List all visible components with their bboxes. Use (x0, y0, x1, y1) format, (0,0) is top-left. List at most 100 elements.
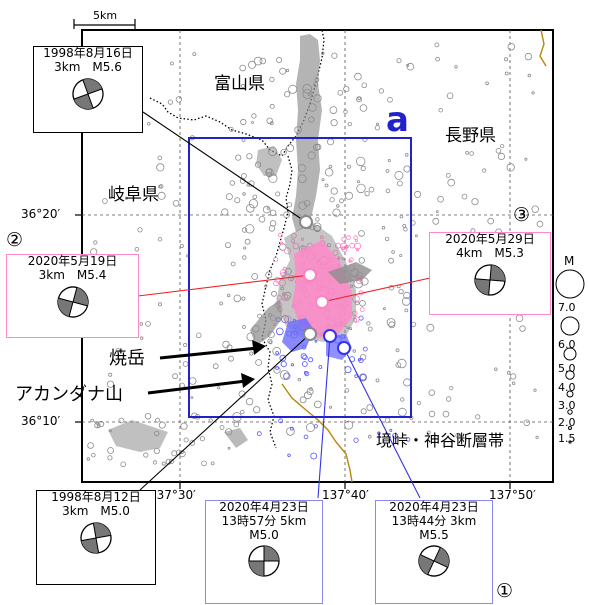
quake-circle (341, 236, 347, 242)
quake-circle (404, 308, 409, 313)
quake-circle (434, 42, 440, 48)
quake-circle (329, 197, 335, 203)
quake-circle (115, 348, 121, 353)
quake-circle (108, 372, 113, 377)
quake-circle (455, 432, 462, 439)
quake-circle (416, 401, 421, 406)
quake-circle (286, 144, 295, 153)
quake-circle (253, 406, 261, 414)
quake-circle (156, 163, 165, 172)
quake-circle (403, 291, 411, 299)
quake-circle (272, 346, 282, 356)
arrows (147, 340, 266, 395)
quake-circle (279, 241, 284, 245)
event-time-depth: 13時57分 5km (221, 513, 307, 528)
quake-circle (343, 86, 350, 93)
quake-circle (337, 90, 344, 96)
quake-circle (487, 217, 495, 225)
quake-circle (248, 199, 259, 209)
quake-circle (428, 410, 436, 418)
quake-circle (427, 430, 431, 435)
quake-circle (276, 57, 283, 64)
quake-circle (144, 413, 152, 420)
quake-circle (348, 259, 352, 263)
region-toyama: 富山県 (214, 74, 265, 94)
quake-circle (403, 227, 408, 232)
quake-circle (147, 122, 151, 126)
fault-label: 境峠・神谷断層帯 (376, 431, 505, 450)
quake-circle (310, 452, 318, 460)
event-date: 2020年4月23日 (219, 500, 309, 514)
quake-circle (495, 148, 502, 154)
quake-circle (471, 198, 479, 206)
quake-circle (275, 327, 284, 336)
quake-circle (306, 387, 314, 395)
quake-circle (384, 236, 390, 242)
quake-circle (394, 170, 404, 180)
quake-circle (357, 96, 362, 101)
quake-circle (367, 434, 372, 439)
quake-circle (533, 388, 537, 392)
quake-circle (386, 318, 396, 327)
mag-4-0: 4.0 (558, 381, 576, 394)
quake-circle (245, 397, 254, 406)
quake-circle (273, 280, 280, 287)
quake-circle (399, 253, 403, 257)
quake-circle (235, 154, 242, 161)
quake-circle (279, 370, 290, 380)
quake-circle (251, 113, 257, 119)
quake-circle (356, 96, 363, 103)
quake-circle (275, 191, 281, 197)
quake-circle (241, 296, 246, 301)
quake-circle (366, 321, 371, 326)
quake-circle (201, 460, 207, 467)
quake-circle (510, 373, 517, 380)
quake-circle (330, 119, 338, 127)
region-gifu: 岐阜県 (108, 185, 159, 205)
quake-circle (535, 435, 539, 439)
quake-circle (438, 107, 443, 113)
quake-circle (313, 400, 322, 409)
quake-circle (286, 202, 293, 208)
quake-circle (358, 357, 364, 363)
quake-circle (367, 326, 373, 332)
quake-circle (246, 204, 255, 213)
quake-circle (172, 200, 180, 207)
quake-circle (93, 240, 98, 245)
quake-circle (240, 118, 247, 126)
quake-circle (169, 458, 175, 464)
quake-circle (385, 188, 391, 194)
quake-circle (157, 236, 163, 242)
quake-circle (192, 52, 197, 56)
quake-circle (359, 373, 367, 381)
yakedake-label: 焼岳 (109, 348, 145, 369)
quake-circle (354, 242, 362, 250)
quake-circle (217, 386, 221, 390)
quake-circle (264, 284, 268, 288)
quake-circle (152, 460, 157, 465)
quake-circle (375, 122, 379, 126)
quake-circle (361, 82, 368, 89)
quake-circle (523, 419, 531, 427)
quake-circle (445, 172, 451, 178)
quake-circle (241, 227, 248, 233)
quake-circle (304, 371, 310, 377)
quake-circle (180, 422, 188, 430)
quake-circle (301, 361, 308, 367)
quake-circle (239, 64, 247, 72)
quake-circle (531, 91, 535, 95)
quake-circle (222, 340, 230, 349)
quake-circle (302, 354, 308, 361)
quake-circle (251, 121, 255, 124)
quake-circle (426, 323, 435, 332)
quake-circle (445, 396, 452, 402)
quake-circle (524, 52, 533, 61)
area-a-label: a (386, 100, 409, 140)
quake-circle (324, 168, 334, 177)
mag-1-5: 1.5 (558, 432, 576, 445)
quake-circle (256, 431, 262, 437)
event-date: 1998年8月16日 (43, 46, 133, 60)
quake-circle (331, 52, 338, 59)
lat-36-10: 36°10′ (21, 414, 61, 428)
quake-circle (253, 56, 263, 66)
